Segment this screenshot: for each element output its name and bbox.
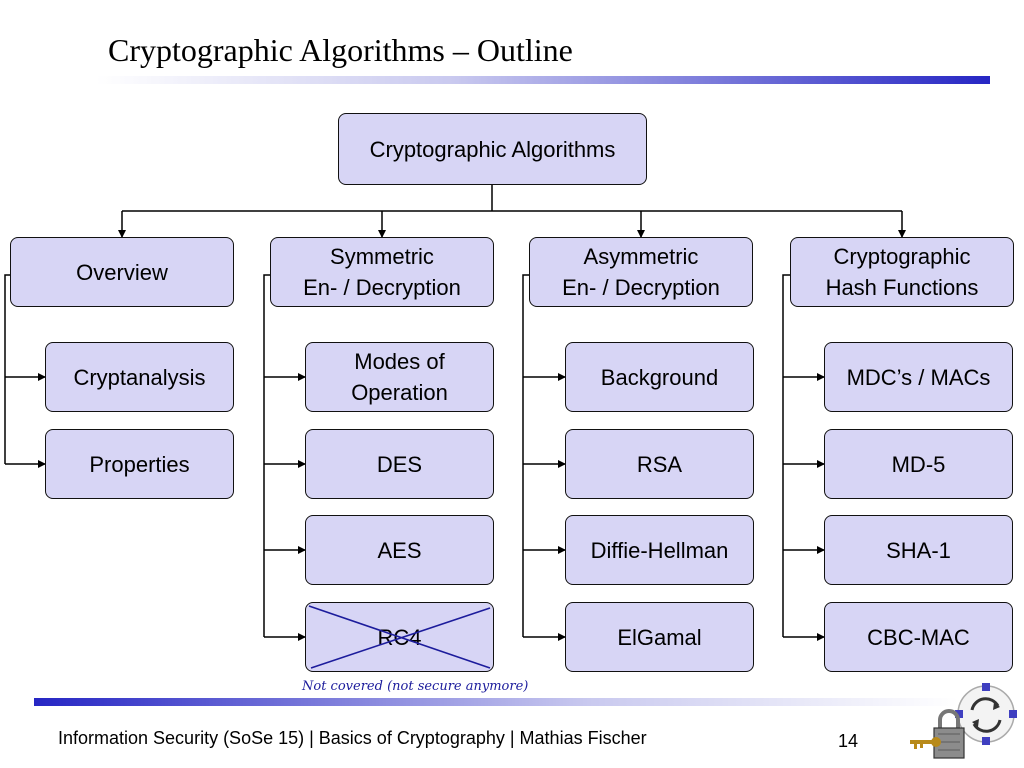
branch-label: Asymmetric En- / Decryption [562, 244, 720, 300]
leaf-label: Cryptanalysis [73, 364, 206, 390]
leaf-node-rsa: RSA [565, 429, 754, 499]
leaf-label: DES [376, 451, 423, 477]
branch-node-overview: Overview [10, 237, 234, 307]
branch-label: Cryptographic Hash Functions [825, 244, 979, 300]
leaf-label: Diffie-Hellman [590, 537, 729, 563]
branch-label: Symmetric En- / Decryption [303, 244, 461, 300]
root-node-label: Cryptographic Algorithms [369, 136, 616, 162]
leaf-label: RSA [636, 451, 683, 477]
spine-overview [4, 274, 10, 464]
leaf-label: MD-5 [891, 451, 946, 477]
branch-node-asymmetric: Asymmetric En- / Decryption [529, 237, 753, 307]
leaf-node-mdc-macs: MDC’s / MACs [824, 342, 1013, 412]
slide-title: Cryptographic Algorithms – Outline [108, 32, 573, 68]
footer-text: Information Security (SoSe 15) | Basics … [58, 728, 647, 748]
leaf-node-sha1: SHA-1 [824, 515, 1013, 585]
padlock-logo-icon [910, 683, 1017, 759]
leaf-label: SHA-1 [886, 537, 951, 563]
leaf-label: Properties [89, 451, 190, 477]
leaf-label: Background [600, 364, 719, 390]
handwritten-note: Not covered (not secure anymore) [302, 679, 529, 694]
leaf-node-properties: Properties [45, 429, 234, 499]
spine-asymmetric [522, 274, 529, 637]
spine-symmetric [263, 274, 270, 637]
leaf-node-md5: MD-5 [824, 429, 1013, 499]
leaf-label: Modes of Operation [351, 349, 448, 405]
footer-bar [34, 698, 958, 706]
branch-node-hash-functions: Cryptographic Hash Functions [790, 237, 1014, 307]
cross-out-mark [308, 605, 491, 669]
leaf-node-modes-of-operation: Modes of Operation [305, 342, 494, 412]
leaf-node-cryptanalysis: Cryptanalysis [45, 342, 234, 412]
title-underline-bar [96, 76, 990, 84]
leaf-node-des: DES [305, 429, 494, 499]
leaf-node-elgamal: ElGamal [565, 602, 754, 672]
page-number: 14 [838, 731, 859, 751]
leaf-label: ElGamal [617, 624, 702, 650]
leaf-node-rc4: RC4 [305, 602, 494, 672]
branch-label: Overview [76, 259, 168, 285]
leaf-node-diffie-hellman: Diffie-Hellman [565, 515, 754, 585]
branch-node-symmetric: Symmetric En- / Decryption [270, 237, 494, 307]
leaf-label: CBC-MAC [867, 624, 970, 650]
leaf-node-cbc-mac: CBC-MAC [824, 602, 1013, 672]
root-node: Cryptographic Algorithms [338, 113, 647, 185]
leaf-node-background: Background [565, 342, 754, 412]
leaf-node-aes: AES [305, 515, 494, 585]
leaf-label: AES [377, 537, 422, 563]
spine-hash [782, 274, 790, 637]
leaf-label: MDC’s / MACs [846, 364, 991, 390]
